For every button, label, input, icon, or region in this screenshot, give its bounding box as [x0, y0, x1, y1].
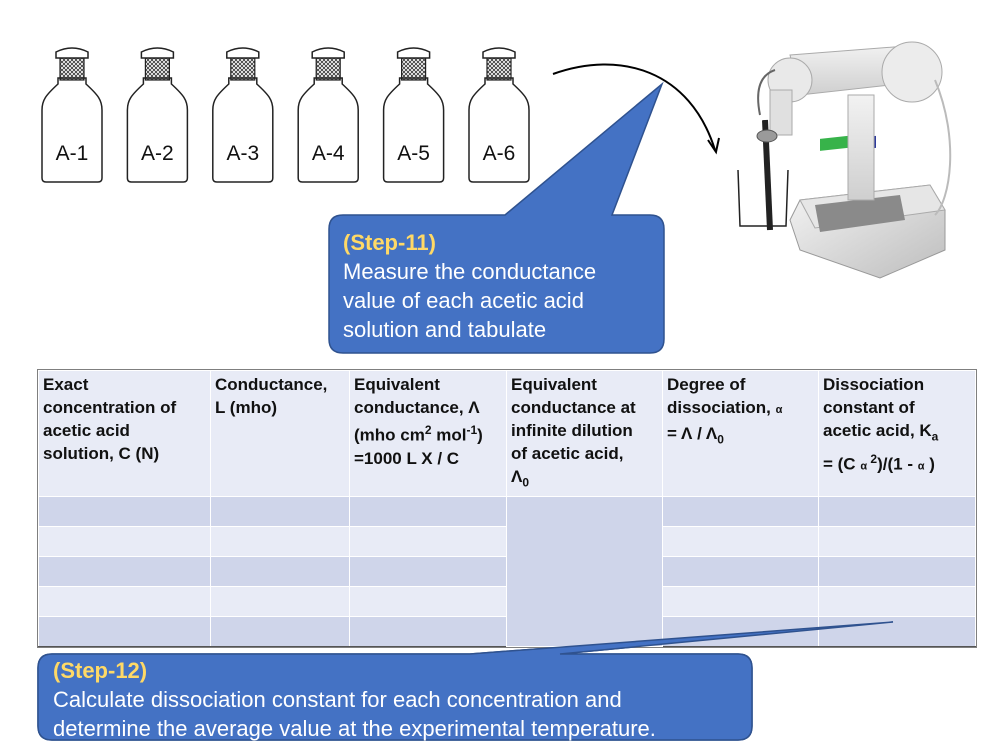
table-row	[38, 496, 976, 648]
header-dissociation-constant: Dissociation constant of acetic acid, Ka…	[818, 369, 976, 498]
step11-callout-shape	[328, 81, 665, 354]
step11-line: solution and tabulate	[343, 317, 547, 342]
header-degree-dissociation: Degree of dissociation, α = Λ / Λ0	[662, 369, 819, 498]
bottle-label: A-4	[311, 142, 345, 165]
step11-line: value of each acetic acid	[343, 288, 584, 313]
reagent-bottle-icon	[212, 47, 274, 183]
table-row	[38, 556, 976, 588]
bottle-label: A-2	[141, 142, 174, 165]
bottle-label: A-5	[397, 142, 430, 165]
reagent-bottle-icon	[297, 47, 359, 183]
conductivity-meter-icon	[737, 41, 952, 279]
curved-arrow-icon	[552, 63, 716, 151]
reagent-bottle-icon	[468, 47, 530, 183]
step11-line: Measure the conductance	[343, 259, 597, 284]
reagent-bottle-icon	[126, 47, 189, 183]
step12-label: (Step-12)	[53, 658, 148, 683]
step12-line: Calculate dissociation constant for each…	[53, 687, 622, 712]
step12-line: determine the average value at the exper…	[53, 716, 656, 741]
bottle-label: A-6	[482, 142, 516, 165]
header-equivalent-conductance: Equivalent conductance, Λ (mho cm2 mol-1…	[349, 369, 507, 498]
table-row	[38, 586, 976, 618]
bottle-label: A-3	[226, 142, 260, 165]
conductance-table: Exact concentration of acetic acid solut…	[37, 368, 977, 649]
header-concentration: Exact concentration of acetic acid solut…	[38, 369, 211, 498]
header-conductance: Conductance, L (mho)	[210, 369, 350, 498]
step12-text: (Step-12) Calculate dissociation constan…	[53, 656, 656, 743]
table-row	[38, 526, 976, 558]
reagent-bottle-icon	[382, 47, 445, 183]
bottle-label: A-1	[55, 142, 89, 165]
header-infinite-dilution: Equivalent conductance at infinite dilut…	[506, 369, 663, 498]
reagent-bottle-icon	[41, 47, 103, 183]
step11-text: (Step-11) Measure the conductance value …	[343, 228, 596, 344]
table-header-row: Exact concentration of acetic acid solut…	[38, 369, 976, 498]
step11-label: (Step-11)	[343, 230, 436, 255]
merged-cell-lambda0	[506, 496, 663, 648]
